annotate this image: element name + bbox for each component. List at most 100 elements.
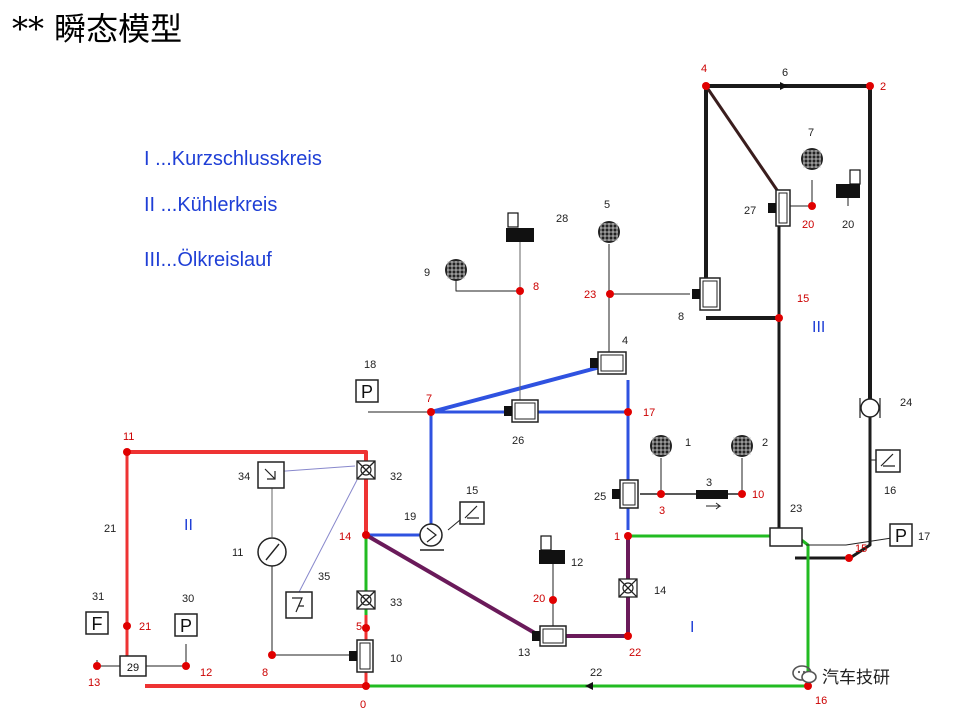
legend-item-III: III...Ölkreislauf	[144, 249, 272, 271]
pipe-oil-return	[795, 410, 872, 560]
pipe-oil-top-right	[706, 84, 872, 400]
component-label-24: 24	[900, 397, 912, 409]
block-12-cap	[540, 535, 552, 551]
component-8	[692, 277, 721, 311]
controller-label-16: 16	[884, 485, 896, 497]
node-dot	[775, 314, 783, 322]
node-label-18: 17	[643, 407, 655, 419]
block-12	[539, 550, 565, 564]
flow-sensor-31	[85, 611, 109, 635]
block-label-28: 28	[556, 213, 568, 225]
component-label-10: 10	[390, 653, 402, 665]
page-title: ** 瞬态模型	[12, 10, 183, 48]
controller-16-icon	[880, 453, 895, 467]
flow-sensor-31-symbol: F	[92, 614, 103, 634]
node-dot	[362, 624, 370, 632]
flow-arrow-6	[780, 82, 788, 90]
node-label-0: 0	[360, 699, 366, 711]
node-label-3: 3	[659, 505, 665, 517]
block-20-cap	[849, 169, 861, 185]
node-label-5: 5	[356, 621, 362, 633]
legend-item-II: II ...Kühlerkreis	[144, 194, 278, 216]
node-label-22: 22	[629, 647, 641, 659]
node-dot	[93, 662, 101, 670]
component-label-26: 26	[512, 435, 524, 447]
node-dot	[702, 82, 710, 90]
component-29-label: 29	[127, 662, 139, 674]
circuit-label-I: I	[690, 619, 694, 636]
gauge-label-2: 2	[762, 437, 768, 449]
node-label-11: 11	[123, 431, 134, 443]
valve-32	[356, 460, 376, 480]
pipe-blue-diagonal	[430, 364, 605, 414]
pipe-label-3: 3	[706, 477, 712, 489]
pressure-gauge-needle	[265, 543, 280, 561]
node-dot	[123, 448, 131, 456]
component-label-4: 4	[622, 335, 628, 347]
pipe-3-arrow-icon	[706, 502, 722, 510]
node-label-10: 10	[752, 489, 764, 501]
pump-arrow-icon	[426, 527, 437, 543]
node-dot	[624, 408, 632, 416]
node-dot	[606, 290, 614, 298]
node-dot	[362, 531, 370, 539]
gauge-9	[445, 259, 467, 281]
pipe-oil-diagonal	[704, 85, 781, 194]
valve-label-14: 14	[654, 585, 666, 597]
node-label-1: 1	[614, 531, 620, 543]
controller-15-icon	[464, 505, 479, 519]
gauge-label-5: 5	[604, 199, 610, 211]
pipe-red-top	[127, 450, 368, 535]
controller-35-icon	[292, 597, 304, 613]
signal-35-32	[296, 479, 358, 597]
node-dot	[657, 490, 665, 498]
node-dot	[804, 682, 812, 690]
node-label-15: 15	[855, 543, 867, 555]
pressure-sensor-30	[174, 613, 198, 637]
node-label-2: 2	[880, 81, 886, 93]
node-dot	[427, 408, 435, 416]
gauge-label-11: 11	[232, 547, 243, 559]
signal-30	[146, 644, 187, 667]
component-label-27: 27	[744, 205, 756, 217]
node-dot	[516, 287, 524, 295]
node-dot	[549, 596, 557, 604]
node-label-23: 23	[584, 289, 596, 301]
flow-arrow-22	[585, 682, 593, 690]
component-29	[119, 655, 147, 677]
legend-item-I: I ...Kurzschlusskreis	[144, 148, 322, 170]
watermark-text: 汽车技研	[822, 668, 890, 688]
gauge-label-1: 1	[685, 437, 691, 449]
component-27	[768, 189, 791, 227]
gauge-5	[598, 221, 620, 243]
component-24-icon	[860, 398, 880, 418]
gauge-1	[650, 435, 672, 457]
chat-logo-icon	[792, 665, 817, 684]
circuit-label-III: III	[812, 319, 825, 336]
controller-15	[459, 501, 485, 525]
component-24-frame	[859, 398, 881, 418]
valve-14	[618, 578, 638, 598]
component-25	[612, 479, 639, 509]
circuit-label-II: II	[184, 517, 193, 534]
node-dot	[123, 622, 131, 630]
node-label-7: 7	[426, 393, 432, 405]
pressure-sensor-17	[889, 523, 913, 547]
node-dot	[624, 632, 632, 640]
node-dot	[182, 662, 190, 670]
gauge-label-7: 7	[808, 127, 814, 139]
block-28	[506, 228, 534, 242]
pipe-green-bottom	[366, 533, 810, 688]
pipe-3-body	[696, 490, 728, 499]
pressure-sensor-17-symbol: P	[895, 526, 907, 546]
component-label-8: 8	[678, 311, 684, 323]
pipe-label-22: 22	[590, 667, 602, 679]
node-dot	[362, 682, 370, 690]
node-label-21: 21	[139, 621, 151, 633]
pipe-label-6: 6	[782, 67, 788, 79]
pressure-sensor-30-symbol: P	[180, 616, 192, 636]
gauge-7	[801, 148, 823, 170]
controller-label-34: 34	[238, 471, 250, 483]
controller-34-icon	[264, 468, 276, 480]
node-label-17: 16	[815, 695, 827, 707]
